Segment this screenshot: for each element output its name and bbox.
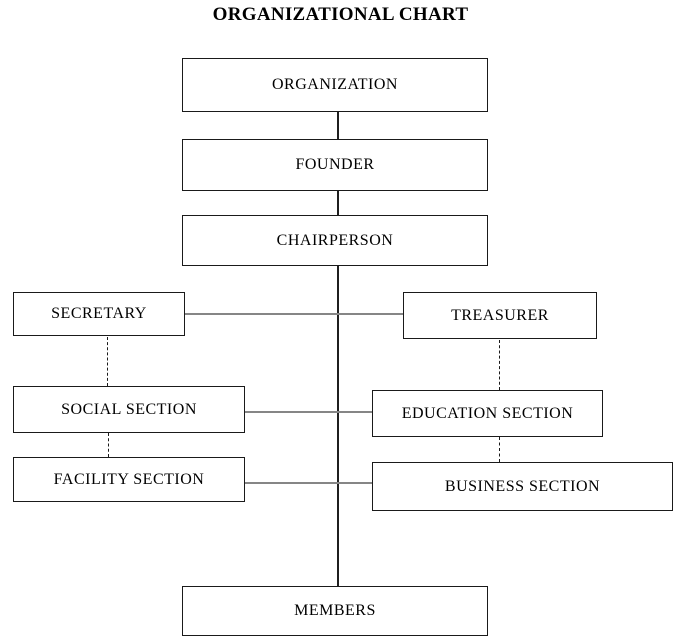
node-education-section: EDUCATION SECTION [372,390,603,437]
node-organization: ORGANIZATION [182,58,488,112]
node-business-section: BUSINESS SECTION [372,462,673,511]
node-facility-section: FACILITY SECTION [13,457,245,502]
node-members: MEMBERS [182,586,488,636]
node-chairperson: CHAIRPERSON [182,215,488,266]
chart-title: ORGANIZATIONAL CHART [212,4,469,25]
node-secretary: SECRETARY [13,292,185,336]
connector-organization-founder [337,112,339,139]
node-social-section: SOCIAL SECTION [13,386,245,433]
connector-facility-business [245,482,372,484]
dashed-connector-treasurer-education [499,340,500,390]
dashed-connector-secretary-social [107,337,108,386]
dashed-connector-social-facility [108,433,109,457]
connector-chairperson-members-trunk [337,266,339,586]
connector-secretary-treasurer [185,313,403,315]
node-treasurer: TREASURER [403,292,597,339]
node-founder: FOUNDER [182,139,488,191]
connector-founder-chairperson [337,191,339,215]
connector-social-education [245,411,372,413]
dashed-connector-education-business [499,437,500,462]
